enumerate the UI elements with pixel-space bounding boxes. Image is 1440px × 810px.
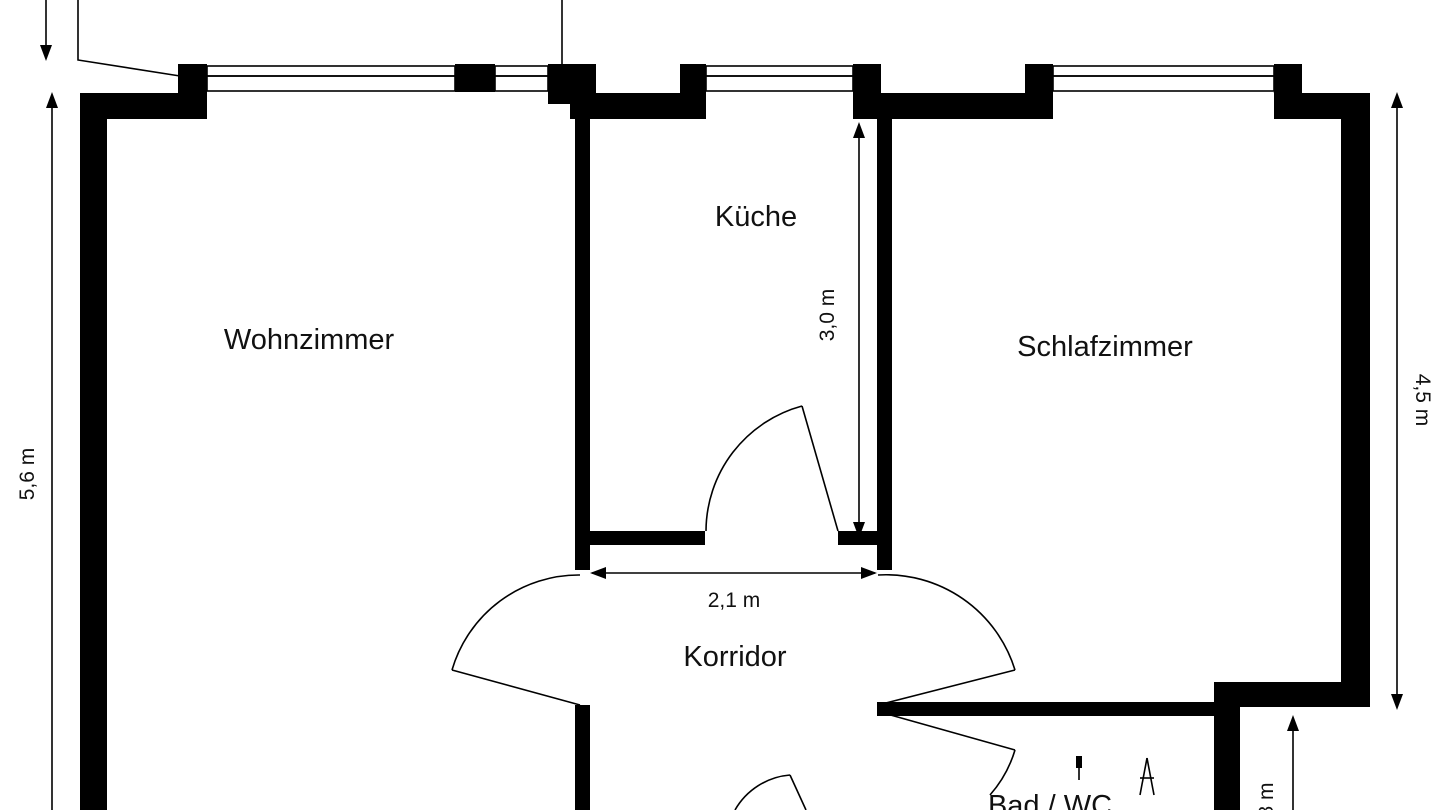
room-label-korridor: Korridor (683, 641, 786, 673)
exterior-walls (80, 64, 1370, 810)
doors (451, 405, 1016, 810)
room-label-bad: Bad / WC (988, 790, 1112, 810)
dimension-label-corridor: 2,1 m (708, 589, 761, 612)
dimension-label-right: 4,5 m (1411, 374, 1434, 427)
room-label-kueche: Küche (715, 201, 797, 233)
balcony-outline (77, 0, 563, 77)
dimension-label-left: 5,6 m (16, 448, 39, 501)
room-label-schlafzimmer: Schlafzimmer (1017, 331, 1193, 363)
interior-walls (575, 104, 1214, 810)
shower-fixture-icon (1076, 756, 1155, 796)
dimension-label-kitchen: 3,0 m (816, 289, 839, 342)
dimension-label-bath: 8 m (1255, 782, 1278, 810)
dimension-lines (40, 0, 1403, 810)
room-label-wohnzimmer: Wohnzimmer (224, 324, 395, 356)
windows (206, 65, 1296, 93)
